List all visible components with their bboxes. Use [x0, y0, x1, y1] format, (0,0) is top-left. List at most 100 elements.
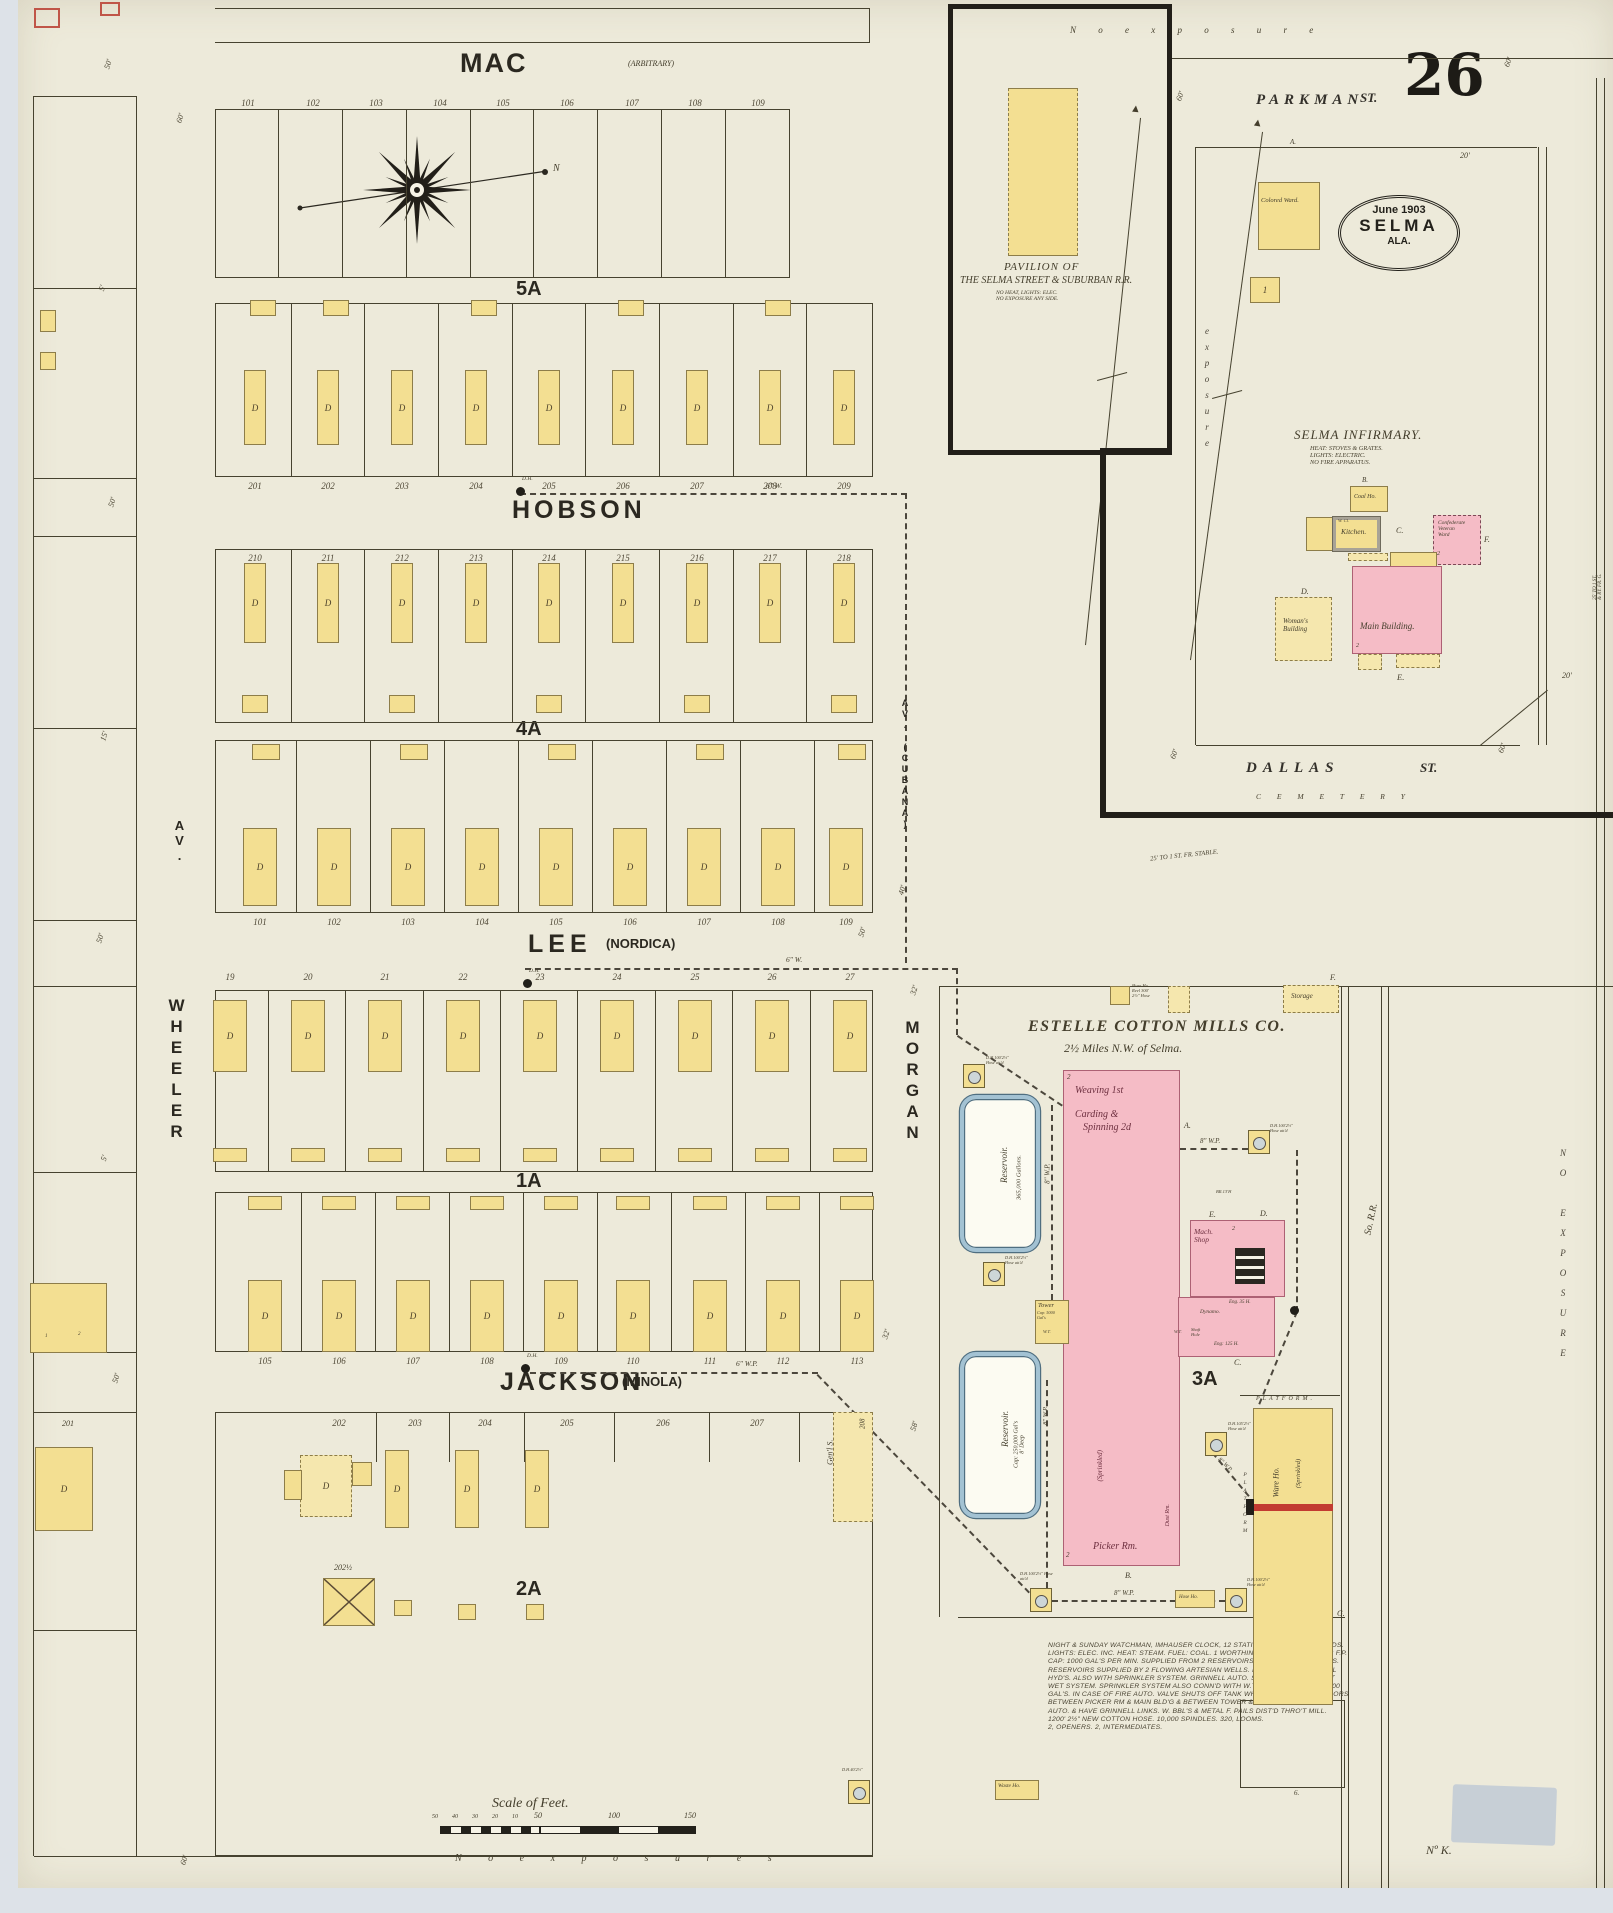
lot-number: 105 — [549, 917, 563, 927]
ref-letter: D. — [1260, 1209, 1268, 1218]
dwelling: D — [213, 1000, 247, 1072]
engine-label: Eng: 125 H. — [1214, 1342, 1239, 1347]
mill-room-label: Carding & — [1075, 1109, 1119, 1120]
dwelling: D — [755, 1000, 789, 1072]
block-label-1a: 1A — [516, 1170, 542, 1192]
dwelling: D — [840, 1280, 874, 1352]
dwelling-strip: D — [317, 370, 339, 445]
double-hydrant-dot — [523, 979, 532, 988]
ref-letter: B. — [1362, 476, 1369, 484]
lot-number: 107 — [406, 1356, 420, 1366]
lot-number: 203 — [395, 481, 409, 491]
room-label: Shaft Hole — [1191, 1327, 1201, 1337]
pipe-label: 6" W. — [766, 481, 783, 490]
story-mark: 2 — [1067, 1073, 1071, 1081]
lot-number: 106 — [332, 1356, 346, 1366]
pavilion-caption-3: NO HEAT, LIGHTS: ELEC. NO EXPOSURE ANY S… — [996, 290, 1059, 302]
lot-number: 108 — [480, 1356, 494, 1366]
story-mark: 2 — [78, 1332, 81, 1337]
dwelling: D — [470, 1280, 504, 1352]
dwelling: D — [317, 828, 351, 906]
outbuilding — [616, 1196, 650, 1210]
building-label: Confederate Veteran Ward — [1438, 520, 1466, 538]
mill-main-building — [1063, 1070, 1180, 1566]
coal-house — [1350, 486, 1388, 512]
dwelling: D — [687, 828, 721, 906]
dwelling-strip: D — [391, 370, 413, 445]
ref-letter: F. — [1330, 973, 1336, 982]
water-pipe — [530, 1372, 818, 1374]
outbuilding — [755, 1148, 789, 1162]
dwelling: D — [523, 1000, 557, 1072]
dwelling: D — [829, 828, 863, 906]
city-block — [215, 109, 790, 278]
engine-room — [1178, 1297, 1275, 1357]
ref-letter: F. — [1484, 535, 1490, 544]
mill-room-label: Spinning 2d — [1083, 1122, 1132, 1133]
scale-bar-coarse — [540, 1826, 696, 1834]
hose-house-south — [1175, 1590, 1215, 1608]
lot-number: 206 — [656, 1418, 670, 1428]
lot-number: 211 — [321, 553, 335, 563]
dwelling-strip: D — [759, 563, 781, 643]
lot-number: 24 — [612, 972, 622, 982]
lot-number: 206 — [616, 481, 630, 491]
lot-number: 20 — [303, 972, 313, 982]
general-store — [833, 1412, 873, 1522]
map-line — [34, 1630, 137, 1632]
lot-number: 210 — [248, 553, 262, 563]
lot-number: 107 — [697, 917, 711, 927]
street-name-vertical: AV. (CUBANA) — [900, 698, 910, 830]
sprinkled-label: (Sprinkled) — [1295, 1458, 1303, 1489]
hydrant-house — [1248, 1130, 1270, 1154]
lot-number: 204 — [478, 1418, 492, 1428]
ref-letter: A. — [1290, 138, 1297, 146]
lot-number: 218 — [837, 553, 851, 563]
map-line — [1347, 986, 1349, 1888]
city-block — [215, 303, 873, 477]
map-line — [32, 96, 34, 1856]
outbuilding — [765, 300, 791, 316]
outbuilding — [291, 1148, 325, 1162]
outbuilding — [600, 1148, 634, 1162]
building-label: Tower — [1038, 1302, 1055, 1309]
block-label-5a: 5A — [516, 278, 542, 300]
reservoir-label: 365,000 Gallons. — [1015, 1155, 1023, 1200]
lot-number: 26 — [767, 972, 777, 982]
map-paper — [18, 0, 1613, 1888]
dwelling: D — [35, 1447, 93, 1531]
lot-number: 202½ — [334, 1563, 352, 1572]
outbuilding — [838, 744, 866, 760]
outbuilding — [250, 300, 276, 316]
dwelling-strip: D — [385, 1450, 409, 1528]
shed-dashed — [1168, 986, 1190, 1013]
pavilion-caption-2: THE SELMA STREET & SUBURBAN R.R. — [960, 275, 1133, 286]
dwelling: D — [465, 828, 499, 906]
lot-number: 103 — [401, 917, 415, 927]
small-building — [394, 1600, 412, 1616]
plate-mark: Nº K. — [1426, 1843, 1452, 1857]
lot-number: 102 — [327, 917, 341, 927]
reservoir-north — [960, 1095, 1040, 1252]
story-mark: 2 — [1066, 1551, 1070, 1559]
platform-label: PLATFORM. — [1256, 1396, 1315, 1402]
hydrant-label: D.H.100'2½" Hose att'd — [1247, 1577, 1270, 1587]
dwelling-strip: D — [465, 370, 487, 445]
waste-house — [995, 1780, 1039, 1800]
building-label: Main Building. — [1360, 621, 1415, 631]
dwelling: D — [613, 828, 647, 906]
water-pipe — [956, 968, 958, 1035]
story-mark: 2 — [1232, 1226, 1235, 1232]
street-jackson-alt: (MINOLA) — [622, 1374, 682, 1389]
lot-number: 105 — [496, 98, 510, 108]
mill-room-label: Picker Rm. — [1093, 1541, 1138, 1552]
building-label: W. Cl. — [1338, 518, 1349, 523]
street-dallas: DALLAS — [1246, 760, 1340, 776]
outbuilding — [389, 695, 415, 713]
dwelling-strip: D — [244, 370, 266, 445]
outbuilding — [544, 1196, 578, 1210]
compass-rose-icon — [297, 136, 548, 244]
map-line — [1172, 58, 1613, 60]
pipe-label: 6" W.P. — [736, 1359, 758, 1368]
street-dallas-st: ST. — [1420, 760, 1438, 775]
